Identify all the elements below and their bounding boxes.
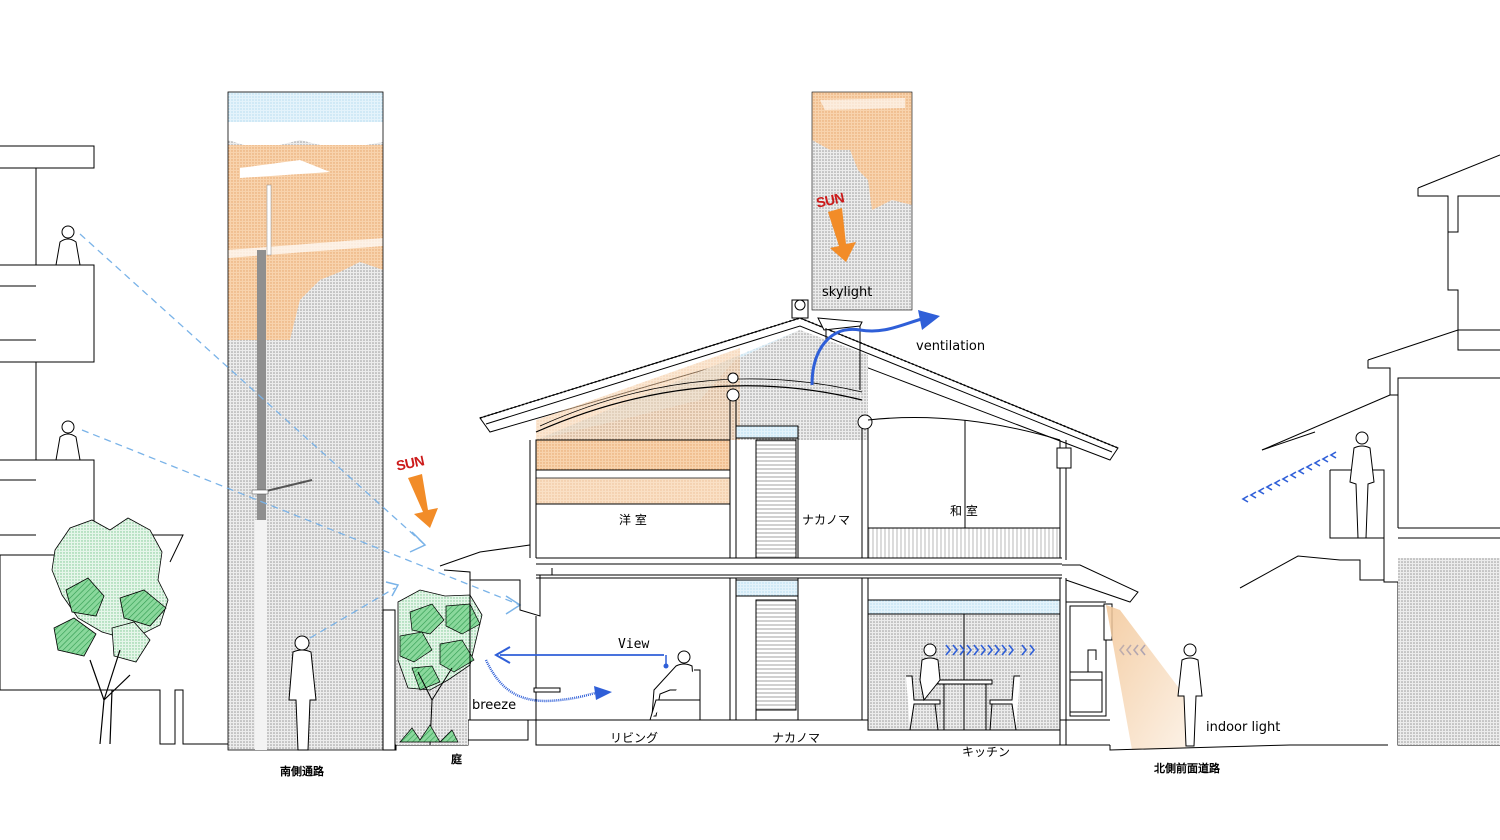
right-house-garage bbox=[1398, 558, 1500, 745]
north-road bbox=[1109, 744, 1388, 751]
label-living: リビング bbox=[610, 731, 659, 745]
annotation-breeze: breeze bbox=[472, 698, 517, 713]
person-balcony-lower bbox=[55, 420, 81, 461]
person-right-balcony bbox=[1349, 431, 1375, 539]
label-north-road: 北側前面道路 bbox=[1154, 762, 1220, 775]
right-airflow bbox=[1241, 451, 1337, 503]
annotation-indoor-light: indoor light bbox=[1206, 720, 1281, 735]
label-kitchen: キッチン bbox=[962, 745, 1011, 759]
attic bbox=[535, 330, 868, 440]
label-nakanoma-upper: ナカノマ bbox=[802, 513, 851, 527]
breeze-arrow bbox=[484, 659, 612, 703]
living-bench bbox=[533, 687, 561, 693]
roof bbox=[479, 299, 1119, 461]
indoor-light-beam bbox=[1106, 605, 1188, 750]
street-pole bbox=[251, 184, 313, 750]
person-north-road bbox=[1177, 643, 1203, 747]
annotation-ventilation: ventilation bbox=[916, 339, 986, 354]
living-person bbox=[649, 650, 701, 721]
sun-arrow-left bbox=[408, 474, 438, 528]
label-nakanoma-ground: ナカノマ bbox=[772, 731, 821, 745]
person-balcony-upper bbox=[55, 225, 81, 266]
sight-lines bbox=[79, 233, 521, 639]
ventilation-arrow bbox=[810, 310, 940, 386]
annotation-skylight: skylight bbox=[822, 285, 873, 300]
label-south-path: 南側通路 bbox=[280, 765, 324, 778]
label-western-room: 洋 室 bbox=[619, 513, 647, 527]
garden-tree bbox=[396, 589, 483, 746]
ground-floor bbox=[439, 544, 1139, 745]
tree-left bbox=[51, 517, 169, 745]
view-arrow bbox=[493, 646, 669, 669]
sun-arrow-top bbox=[828, 208, 856, 262]
label-japanese-room: 和 室 bbox=[950, 504, 978, 518]
kitchen-furniture bbox=[906, 643, 1020, 731]
label-garden: 庭 bbox=[451, 753, 462, 766]
annotation-view: View bbox=[618, 637, 650, 652]
garden-wall bbox=[382, 609, 1110, 751]
skylight-sky bbox=[811, 91, 913, 311]
upper-floor bbox=[529, 372, 1072, 565]
person-south-path bbox=[288, 635, 317, 751]
